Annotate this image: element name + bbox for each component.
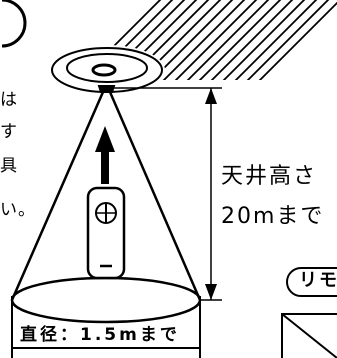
diameter-label: 直径：1.5mまで — [20, 325, 180, 345]
ceiling-height-label: 天井高さ — [221, 164, 318, 189]
ceiling-height-value: 20mまで — [221, 204, 325, 229]
ceiling-sensor — [51, 47, 163, 93]
remote-section — [281, 267, 337, 358]
height-dimension — [112, 87, 222, 301]
step-number-circle — [1, 0, 27, 48]
intro-text-fragment-1: は — [0, 90, 18, 110]
intro-text-fragment-2: す — [0, 122, 18, 142]
diameter-dimension — [11, 296, 201, 358]
remote-control — [86, 186, 126, 280]
intro-text-fragment-3: 具 — [0, 156, 18, 176]
up-arrow — [95, 126, 115, 184]
intro-text-fragment-4: い。 — [0, 200, 36, 220]
remote-section-label: リモ — [299, 270, 337, 291]
